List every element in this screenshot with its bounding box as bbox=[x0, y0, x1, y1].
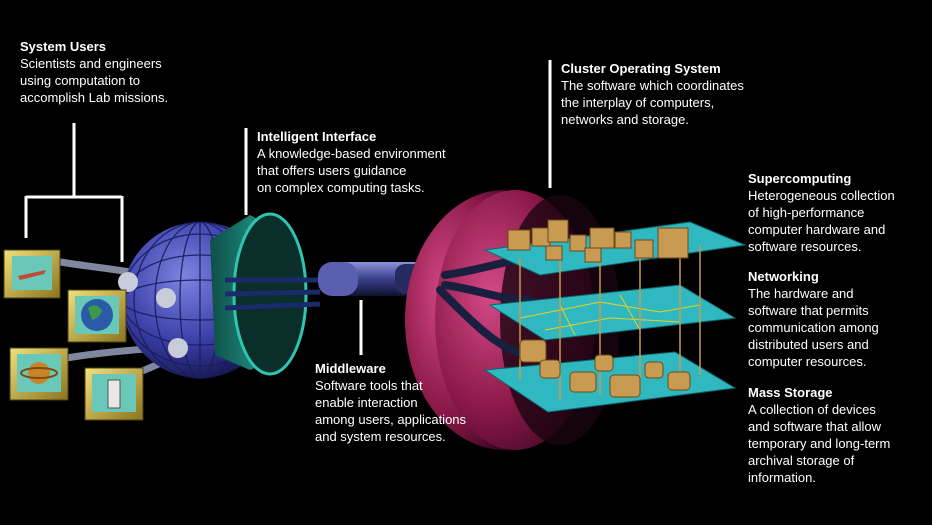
system-users-label: System Users Scientists and engineers us… bbox=[20, 38, 168, 106]
mass-storage-desc: A collection of devices and software tha… bbox=[748, 402, 891, 485]
interface-funnel bbox=[210, 212, 321, 376]
intelligent-interface-desc: A knowledge-based environment that offer… bbox=[257, 146, 446, 195]
supercomputing-desc: Heterogeneous collection of high-perform… bbox=[748, 188, 895, 254]
networking-desc: The hardware and software that permits c… bbox=[748, 286, 879, 369]
monitor-earth bbox=[67, 289, 127, 343]
networking-title: Networking bbox=[748, 269, 819, 284]
mass-storage-label: Mass Storage A collection of devices and… bbox=[748, 384, 890, 486]
supercomputer-boxes bbox=[507, 219, 689, 263]
networking-label: Networking The hardware and software tha… bbox=[748, 268, 879, 370]
middleware-label: Middleware Software tools that enable in… bbox=[315, 360, 466, 445]
monitor-airplane bbox=[3, 249, 61, 299]
cluster-os-label: Cluster Operating System The software wh… bbox=[561, 60, 744, 128]
intelligent-interface-title: Intelligent Interface bbox=[257, 129, 377, 144]
monitor-planet bbox=[9, 347, 69, 401]
supercomputing-label: Supercomputing Heterogeneous collection … bbox=[748, 170, 895, 255]
middleware-title: Middleware bbox=[315, 361, 386, 376]
system-users-bracket bbox=[24, 123, 124, 262]
monitor-tower bbox=[84, 367, 144, 421]
middleware-desc: Software tools that enable interaction a… bbox=[315, 378, 467, 444]
system-users-title: System Users bbox=[20, 39, 106, 54]
intelligent-interface-label: Intelligent Interface A knowledge-based … bbox=[257, 128, 446, 196]
cluster-os-title: Cluster Operating System bbox=[561, 61, 721, 76]
storage-cylinders bbox=[519, 339, 691, 398]
mass-storage-title: Mass Storage bbox=[748, 385, 833, 400]
supercomputing-title: Supercomputing bbox=[748, 171, 852, 186]
cluster-os-desc: The software which coordinates the inter… bbox=[561, 78, 744, 127]
system-users-desc: Scientists and engineers using computati… bbox=[20, 56, 169, 105]
